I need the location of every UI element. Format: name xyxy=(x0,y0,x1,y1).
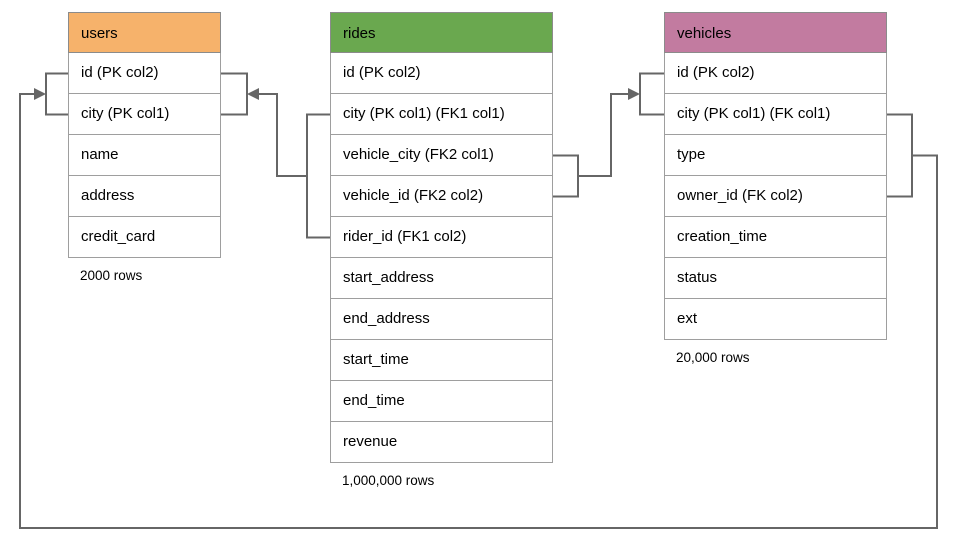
column-row: vehicle_id (FK2 col2) xyxy=(330,176,553,217)
column-row: status xyxy=(664,258,887,299)
column-row: credit_card xyxy=(68,217,221,258)
table-header-users: users xyxy=(68,12,221,53)
column-row: id (PK col2) xyxy=(330,53,553,94)
fk1-connector-line xyxy=(221,72,330,239)
column-row: start_address xyxy=(330,258,553,299)
column-row: city (PK col1) (FK col1) xyxy=(664,94,887,135)
row-count-vehicles: 20,000 rows xyxy=(676,350,750,365)
column-row: id (PK col2) xyxy=(68,53,221,94)
column-row: creation_time xyxy=(664,217,887,258)
column-row: id (PK col2) xyxy=(664,53,887,94)
fk-vehicles-to-users-connector xyxy=(19,72,938,529)
column-row: end_time xyxy=(330,381,553,422)
table-header-vehicles: vehicles xyxy=(664,12,887,53)
column-row: name xyxy=(68,135,221,176)
column-row: rider_id (FK1 col2) xyxy=(330,217,553,258)
column-row: city (PK col1) (FK1 col1) xyxy=(330,94,553,135)
column-row: type xyxy=(664,135,887,176)
column-row: vehicle_city (FK2 col1) xyxy=(330,135,553,176)
table-header-rides: rides xyxy=(330,12,553,53)
arrowhead-right-icon xyxy=(628,88,640,100)
column-row: ext xyxy=(664,299,887,340)
column-row: end_address xyxy=(330,299,553,340)
fk2-rides-to-vehicles-connector xyxy=(553,72,664,198)
table-vehicles: vehicles id (PK col2)city (PK col1) (FK … xyxy=(664,12,887,365)
column-row: owner_id (FK col2) xyxy=(664,176,887,217)
table-rides: rides id (PK col2)city (PK col1) (FK1 co… xyxy=(330,12,553,488)
column-row: start_time xyxy=(330,340,553,381)
fk1-rides-to-users-connector xyxy=(221,72,330,239)
column-row: city (PK col1) xyxy=(68,94,221,135)
arrowhead-right-icon xyxy=(34,88,46,100)
column-row: revenue xyxy=(330,422,553,463)
fk2-connector-line xyxy=(553,72,664,198)
arrowhead-left-icon xyxy=(247,88,259,100)
table-columns-vehicles: id (PK col2)city (PK col1) (FK col1)type… xyxy=(664,53,887,340)
table-columns-rides: id (PK col2)city (PK col1) (FK1 col1)veh… xyxy=(330,53,553,463)
row-count-users: 2000 rows xyxy=(80,268,143,283)
column-row: address xyxy=(68,176,221,217)
row-count-rides: 1,000,000 rows xyxy=(342,473,435,488)
